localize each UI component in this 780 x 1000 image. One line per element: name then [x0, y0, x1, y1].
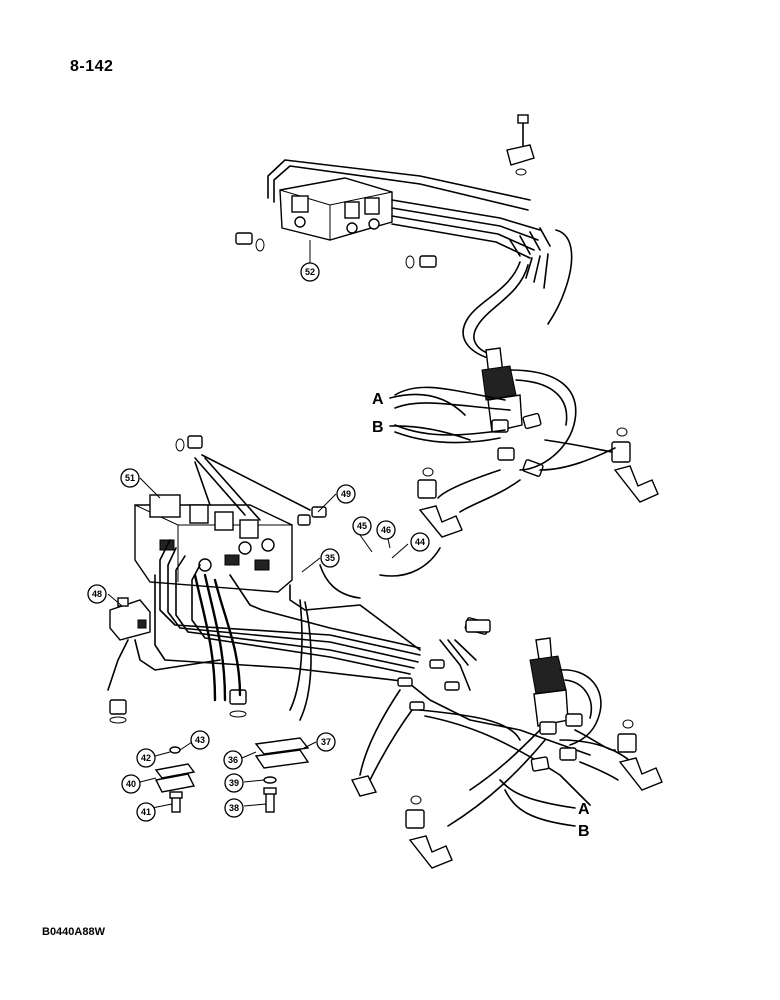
svg-text:51: 51: [125, 473, 135, 483]
page-title: 8-142: [70, 58, 114, 75]
svg-text:49: 49: [341, 489, 351, 499]
line-label-b-upper: B: [372, 419, 384, 436]
line-label-a-upper: A: [372, 391, 384, 408]
lower-right-fittings: [405, 619, 663, 869]
callout-49: 49: [336, 484, 356, 504]
left-valve-bank: [134, 494, 327, 593]
callout-42: 42: [136, 748, 156, 768]
line-label-b-lower: B: [578, 823, 590, 840]
svg-text:36: 36: [228, 755, 238, 765]
svg-text:41: 41: [141, 807, 151, 817]
svg-text:52: 52: [305, 267, 315, 277]
svg-text:42: 42: [141, 753, 151, 763]
svg-text:35: 35: [325, 553, 335, 563]
clamp-set-right: [254, 737, 310, 813]
svg-text:38: 38: [229, 803, 239, 813]
svg-text:40: 40: [126, 779, 136, 789]
lower-a-b-lines: [499, 779, 576, 827]
lower-pilot-tube-bundle: [154, 539, 641, 771]
svg-text:46: 46: [381, 525, 391, 535]
callout-36: 36: [223, 750, 243, 770]
svg-text:37: 37: [321, 737, 331, 747]
callout-46: 46: [376, 520, 396, 540]
svg-text:39: 39: [229, 778, 239, 788]
clamp-set-left: [154, 746, 196, 813]
callout-35: 35: [320, 548, 340, 568]
upper-a-b-lines: [389, 393, 471, 441]
svg-text:43: 43: [195, 735, 205, 745]
drawing-code: B0440A88W: [42, 926, 105, 938]
lower-joystick: [447, 637, 619, 827]
callout-43: 43: [190, 730, 210, 750]
upper-control-valve: [267, 159, 531, 241]
callout-41: 41: [136, 802, 156, 822]
callout-38: 38: [224, 798, 244, 818]
upper-clamp-bolt: [506, 114, 535, 176]
upper-joystick: [394, 347, 577, 477]
left-small-valve: [107, 597, 221, 724]
svg-text:45: 45: [357, 521, 367, 531]
leader-lines: [107, 240, 409, 809]
callout-39: 39: [224, 773, 244, 793]
callout-48: 48: [87, 584, 107, 604]
svg-text:48: 48: [92, 589, 102, 599]
callout-44: 44: [410, 532, 430, 552]
upper-fittings: [235, 232, 437, 269]
upper-pilot-tube-bundle: [391, 199, 573, 359]
callout-51: 51: [120, 468, 140, 488]
callout-37: 37: [316, 732, 336, 752]
callout-45: 45: [352, 516, 372, 536]
callout-40: 40: [121, 774, 141, 794]
line-label-a-lower: A: [578, 801, 590, 818]
callout-52: 52: [300, 262, 320, 282]
upper-right-fittings: [417, 427, 659, 538]
left-valve-fittings: [175, 435, 311, 521]
left-fitting-lower: [229, 689, 247, 718]
svg-text:44: 44: [415, 537, 425, 547]
